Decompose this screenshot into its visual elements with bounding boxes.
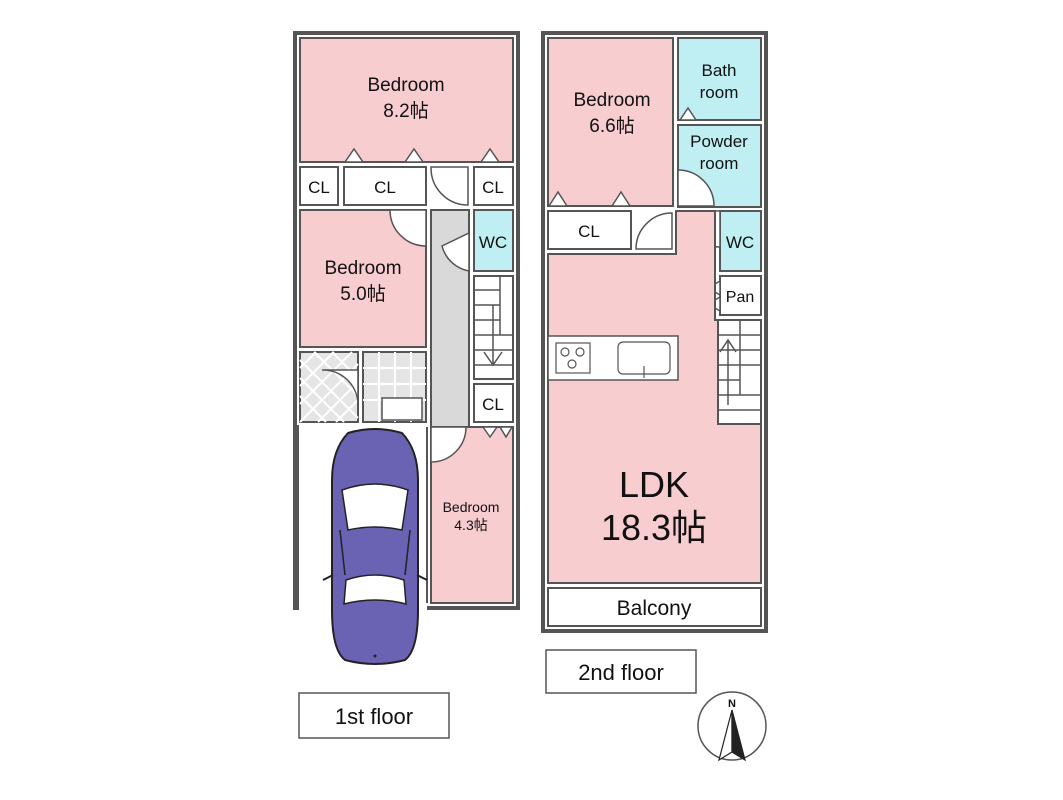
first-floor-label-box xyxy=(298,692,450,739)
stair-arrow-icon xyxy=(719,338,737,405)
powder-room-label-line1: Powder xyxy=(690,132,748,151)
bedroom-second-name: Bedroom xyxy=(573,90,650,111)
closet-3 xyxy=(473,166,514,206)
north-arrow-icon: N xyxy=(697,691,767,762)
wc-label: WC xyxy=(479,233,507,252)
second-floor-plan: Bedroom 6.6帖 Bath room Powder room CL WC… xyxy=(541,31,768,633)
bedroom-middle-size: 5.0帖 xyxy=(340,283,385,305)
room-bedroom-north xyxy=(299,37,514,163)
closet-label: CL xyxy=(374,178,396,197)
tile-pattern xyxy=(299,351,359,423)
stove-icon xyxy=(555,342,591,374)
wc-label: WC xyxy=(726,233,754,252)
bedroom-middle-name: Bedroom xyxy=(324,258,401,279)
door-swing xyxy=(430,426,467,463)
closet-label: CL xyxy=(578,222,600,241)
room-wc-first xyxy=(473,209,514,272)
bedroom-second-size: 6.6帖 xyxy=(589,115,634,137)
compass-north-label: N xyxy=(728,698,736,710)
balcony-label: Balcony xyxy=(617,597,692,620)
ldk-name: LDK xyxy=(619,464,689,505)
closet-4 xyxy=(473,383,514,423)
first-floor-label: 1st floor xyxy=(335,704,413,729)
stair-treads xyxy=(718,320,761,411)
bathroom-label-line2: room xyxy=(700,83,739,102)
door-swing xyxy=(441,231,470,272)
closet-1 xyxy=(299,166,339,206)
car-icon xyxy=(322,428,428,665)
closet-second xyxy=(547,210,632,250)
bath-door-mark xyxy=(678,106,698,121)
door-swing xyxy=(635,212,673,250)
closet-label: CL xyxy=(308,178,330,197)
room-ldk xyxy=(547,210,762,584)
tile-grid xyxy=(363,352,426,422)
room-bedroom-second xyxy=(547,37,674,207)
powder-room-label-line2: room xyxy=(700,154,739,173)
room-wc-second xyxy=(719,210,762,272)
first-floor-plan: Bedroom 8.2帖 CL CL CL WC Bedroom 5.0帖 CL… xyxy=(293,31,520,665)
bathroom-label-line1: Bath xyxy=(702,61,737,80)
shoe-cabinet xyxy=(381,397,423,421)
bedroom-south-size: 4.3帖 xyxy=(454,517,487,533)
door-swing xyxy=(677,169,715,207)
second-floor-label-box xyxy=(545,649,697,694)
room-pantry xyxy=(719,275,762,316)
bedroom-north-name: Bedroom xyxy=(367,75,444,96)
stair-arrow-icon xyxy=(483,305,503,367)
door-swing xyxy=(389,209,427,247)
ldk-size: 18.3帖 xyxy=(601,507,707,548)
door-swing xyxy=(430,166,469,206)
closet-label: CL xyxy=(482,178,504,197)
balcony xyxy=(547,587,762,627)
closet-2 xyxy=(343,166,427,206)
bedroom-south-name: Bedroom xyxy=(443,499,500,515)
closet-door-mark xyxy=(343,147,501,163)
door-swing xyxy=(321,369,359,406)
closet-label: CL xyxy=(482,395,504,414)
closet-door-mark xyxy=(481,426,514,439)
second-floor-label: 2nd floor xyxy=(578,660,664,685)
closet-door-mark xyxy=(547,190,632,207)
room-bathroom xyxy=(677,37,762,121)
bedroom-north-size: 8.2帖 xyxy=(383,100,428,122)
pantry-label: Pan xyxy=(726,289,754,306)
